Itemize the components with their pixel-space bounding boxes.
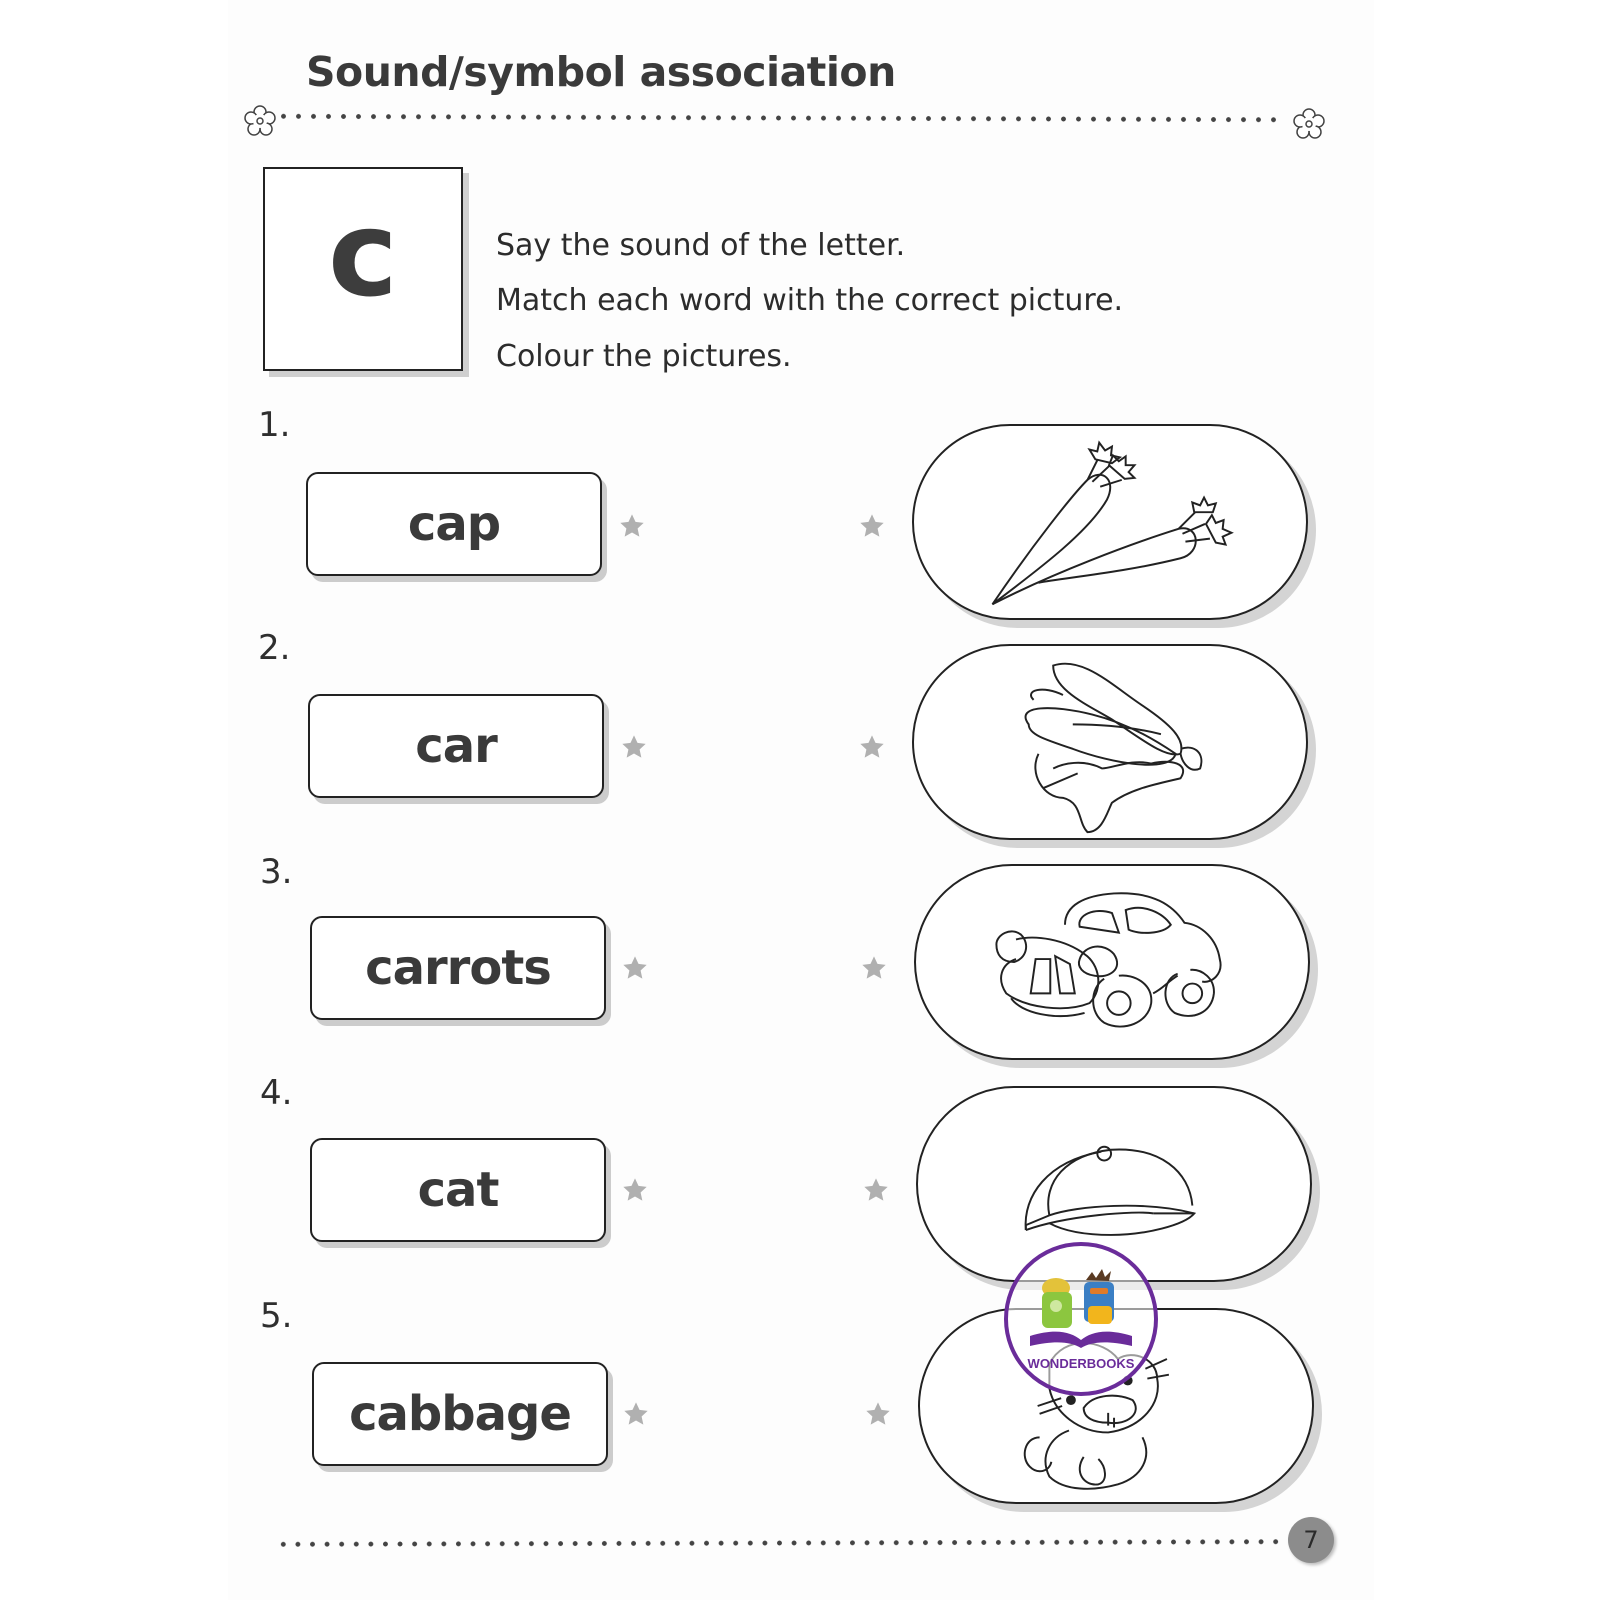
letter: c	[328, 185, 398, 323]
item-number: 1.	[258, 405, 291, 445]
star-icon[interactable]	[860, 954, 888, 982]
wonderbooks-label: WONDERBOOKS	[1027, 1356, 1135, 1371]
star-icon[interactable]	[622, 1400, 650, 1428]
word-box-cat[interactable]: cat	[310, 1138, 606, 1242]
word-box-cap[interactable]: cap	[306, 472, 602, 576]
kids-backpack-icon	[1030, 1269, 1132, 1348]
flower-icon	[244, 105, 276, 136]
page-number: 7	[1303, 1526, 1319, 1554]
item-number: 2.	[258, 628, 291, 668]
word-box-carrots[interactable]: carrots	[310, 916, 606, 1020]
star-icon[interactable]	[862, 1176, 890, 1204]
word-label: cap	[407, 496, 501, 552]
star-icon[interactable]	[621, 1176, 649, 1204]
star-icon[interactable]	[858, 733, 886, 761]
page-number-badge: 7	[1288, 1517, 1334, 1563]
star-icon[interactable]	[864, 1400, 892, 1428]
instruction-say-sound: Say the sound of the letter.	[496, 228, 906, 263]
word-label: car	[415, 718, 498, 774]
item-number: 4.	[260, 1073, 293, 1113]
instruction-match: Match each word with the correct picture…	[496, 283, 1124, 318]
page-title: Sound/symbol association	[306, 48, 896, 96]
picture-box-1[interactable]	[912, 424, 1308, 620]
star-icon[interactable]	[618, 512, 646, 540]
letter-card: c	[263, 167, 463, 371]
star-icon[interactable]	[621, 954, 649, 982]
word-label: cat	[417, 1162, 500, 1218]
word-label: cabbage	[349, 1386, 572, 1442]
wonderbooks-logo: WONDERBOOKS	[1004, 1242, 1158, 1396]
star-icon[interactable]	[858, 512, 886, 540]
picture-box-2[interactable]	[912, 644, 1308, 840]
picture-box-3[interactable]	[914, 864, 1310, 1060]
word-box-cabbage[interactable]: cabbage	[312, 1362, 608, 1466]
car-icon	[995, 892, 1222, 1028]
word-box-car[interactable]: car	[308, 694, 604, 798]
item-number: 3.	[260, 852, 293, 892]
star-icon[interactable]	[620, 733, 648, 761]
carrots-icon	[991, 440, 1234, 606]
word-label: carrots	[365, 940, 552, 996]
cabbage-icon	[1024, 662, 1203, 834]
item-number: 5.	[260, 1296, 293, 1336]
flower-icon	[1293, 108, 1325, 139]
cap-icon	[1024, 1145, 1197, 1236]
instruction-colour: Colour the pictures.	[496, 339, 792, 374]
